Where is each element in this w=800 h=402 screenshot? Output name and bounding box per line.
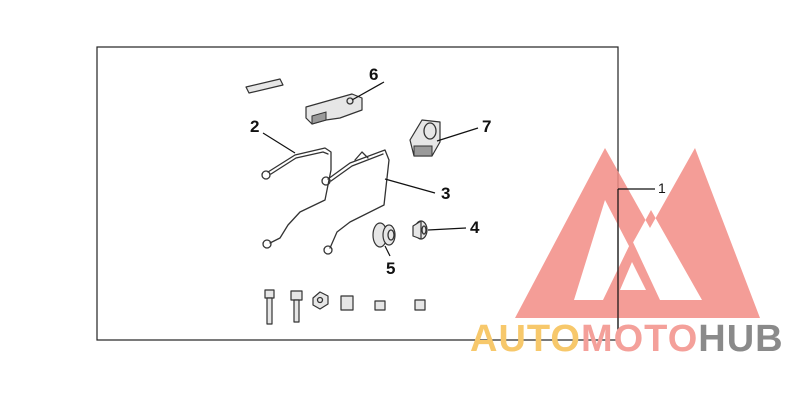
part-4-collar	[412, 220, 428, 240]
watermark-auto: AUTO	[470, 318, 581, 360]
callout-labels: 6 7 2 3 4 5 1	[250, 65, 666, 278]
watermark-logo-icon	[515, 148, 760, 318]
svg-text:AUTOMOTOHUB: AUTOMOTOHUB	[470, 318, 784, 360]
callout-7: 7	[482, 117, 491, 136]
hardware-spacer-1-icon	[340, 295, 354, 311]
hardware-nut-icon	[312, 291, 329, 310]
callout-6: 6	[369, 65, 378, 84]
leader-lines	[262, 81, 655, 340]
callout-3: 3	[441, 184, 450, 203]
hardware-bolt-2-icon	[290, 290, 303, 323]
hardware-spacer-3-icon	[414, 299, 426, 311]
callout-2: 2	[250, 117, 259, 136]
callout-5: 5	[386, 259, 395, 278]
part-5-grommet	[372, 222, 396, 248]
callout-1: 1	[658, 180, 666, 196]
part-2-cable	[261, 147, 332, 249]
part-3-cable	[321, 149, 390, 255]
watermark-hub: HUB	[698, 318, 783, 360]
watermark-text: AUTOMOTOHUB	[470, 318, 784, 360]
hardware-spacer-2-icon	[374, 300, 386, 311]
part-7-clamp	[409, 119, 441, 157]
watermark-moto: MOTO	[581, 318, 698, 360]
part-6-bracket	[245, 78, 363, 125]
callout-4: 4	[470, 218, 480, 237]
hardware-bolt-1-icon	[264, 289, 275, 325]
